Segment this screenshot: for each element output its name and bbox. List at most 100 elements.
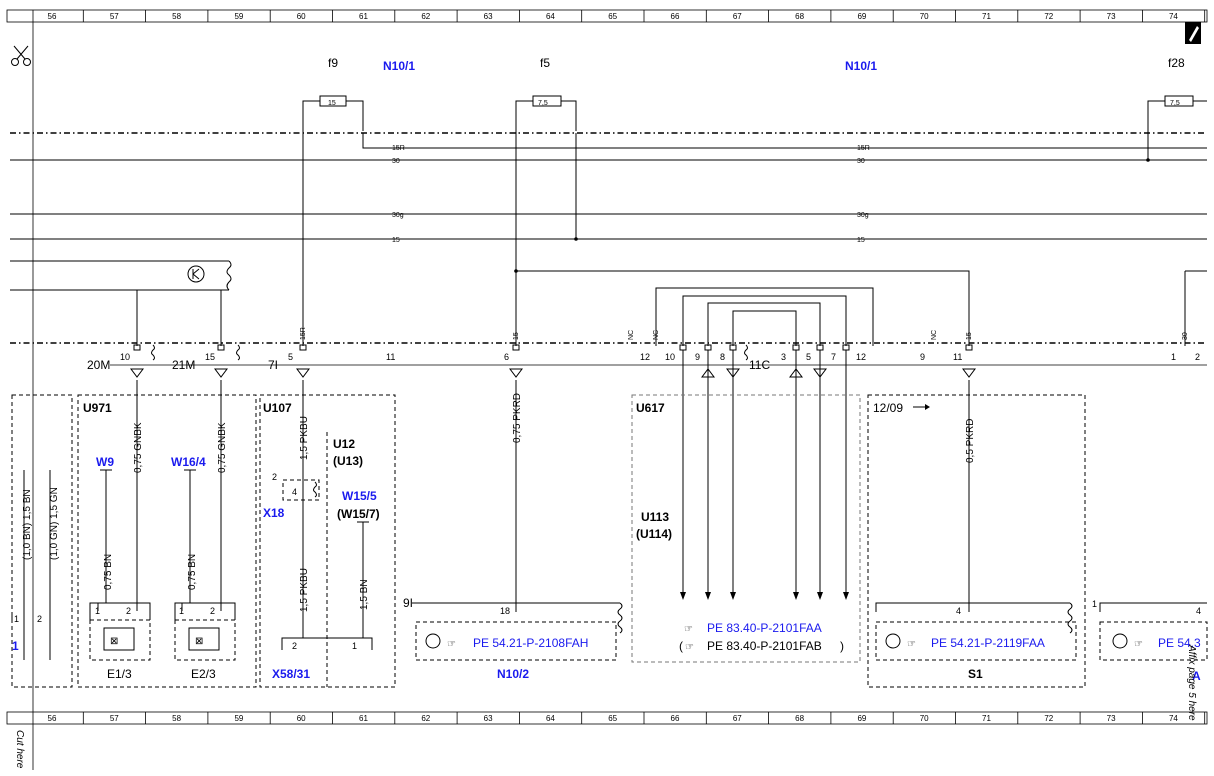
reference-hand-icon: ☞ (447, 639, 456, 650)
u617-box: U617 U113 (U114) (631, 394, 861, 663)
ref3-close-paren: ) (840, 639, 844, 653)
right-pin-1: 1 (1092, 599, 1097, 609)
u113-label: U113 (641, 510, 669, 524)
bus-15: 15 15 (10, 133, 1207, 244)
left-partial-box (11, 394, 73, 688)
grid-column-label: 73 (1107, 12, 1116, 21)
arrow-head-icon (817, 592, 823, 600)
wire-labels: 0,75 GNBK 0,75 GNBK 1,5 PKBU 0,75 PKRD 0… (22, 393, 976, 612)
svg-text:2: 2 (292, 641, 297, 651)
pin-terminal (512, 344, 520, 351)
svg-text:2: 2 (126, 606, 131, 616)
arrow-down-icon (130, 368, 144, 378)
w16-4-label[interactable]: W16/4 (171, 455, 206, 469)
svg-text:1: 1 (352, 641, 357, 651)
lamp-icon: ⊠ (110, 636, 118, 647)
grid-column-label: 70 (920, 12, 929, 21)
w15-5-label[interactable]: W15/5 (342, 489, 377, 503)
pin-number: 6 (504, 352, 509, 362)
e2-3-lamp: 1 2 ⊠ E2/3 (174, 602, 236, 681)
grid-column-label: 74 (1169, 12, 1178, 21)
pin-number: 11 (953, 352, 962, 362)
connector-pin-numbers: 10 15 5 11 6 12 10 9 8 3 5 7 12 9 11 1 2 (120, 352, 1200, 362)
w9-label[interactable]: W9 (96, 455, 114, 469)
grid-column-label: 68 (795, 12, 804, 21)
grid-ruler-bottom (6, 711, 1208, 725)
pin-number: 15 (205, 352, 215, 362)
pin-number: 9 (920, 352, 925, 362)
arrow-head-icon (843, 592, 849, 600)
e1-3-lamp: 1 2 ⊠ E1/3 (89, 602, 151, 681)
pin-tag: 15R (300, 327, 307, 340)
u13-label: (U13) (333, 454, 363, 468)
arrow-head-icon (680, 592, 686, 600)
grid-column-label: 59 (234, 12, 243, 21)
wire-label: 0,75 BN (187, 554, 198, 590)
n10-1-label-left[interactable]: N10/1 (383, 59, 415, 73)
grid-column-label: 66 (671, 714, 680, 723)
transistor-icon (187, 265, 205, 283)
grid-column-label: 56 (48, 12, 57, 21)
bus-30g-label-right: 30g (857, 212, 869, 219)
u971-box: U971 (77, 394, 257, 688)
x18-connector: 2 4 X18 (263, 472, 320, 520)
conn-11c-label: 11C (749, 358, 770, 372)
ref-link-5[interactable]: PE 54.3 (1158, 636, 1201, 650)
svg-text:1: 1 (14, 614, 19, 624)
pin-number: 7 (831, 352, 836, 362)
grid-column-label: 71 (982, 714, 991, 723)
pin-terminal (965, 344, 973, 351)
pin-number: 9 (695, 352, 700, 362)
n10-1-label-right[interactable]: N10/1 (845, 59, 877, 73)
ref-link-3: PE 83.40-P-2101FAB (707, 639, 822, 653)
ref-link-1[interactable]: PE 54.21-P-2108FAH (473, 636, 588, 650)
pin-terminal (217, 344, 225, 351)
pin-number: 10 (665, 352, 675, 362)
w15-5-ground: W15/5 (W15/7) (337, 489, 380, 638)
pen-icon (1185, 22, 1201, 44)
grid-ruler-top (6, 9, 1208, 23)
grid-column-label: 56 (48, 714, 57, 723)
connector-terminals (130, 344, 976, 600)
right-a-label: A (1192, 669, 1201, 683)
pin-number: 11 (386, 352, 395, 362)
pin-number: 10 (120, 352, 130, 362)
arrow-down-icon (214, 368, 228, 378)
x58-31-label[interactable]: X58/31 (272, 667, 310, 681)
grid-column-label: 62 (421, 12, 430, 21)
reference-hand-icon: ☞ (685, 642, 694, 653)
pin-tag: NC (628, 330, 635, 340)
pin-number: 2 (1195, 352, 1200, 362)
grid-column-label: 63 (484, 714, 493, 723)
pin-number: 12 (856, 352, 866, 362)
bus-30g: 30g 30g (10, 212, 1207, 219)
u617-loop-wires (655, 287, 874, 346)
resistor-squiggle (151, 344, 155, 361)
x18-label[interactable]: X18 (263, 506, 285, 520)
pin-terminal (299, 344, 307, 351)
arrow-down-icon (296, 368, 310, 378)
fuse-f9-name: f9 (328, 56, 338, 70)
fuse-f5: f5 7,5 (515, 56, 577, 131)
arrow-down-icon (962, 368, 976, 378)
grid-column-label: 69 (857, 12, 866, 21)
arrow-down-icon (509, 368, 523, 378)
pin-number: 8 (720, 352, 725, 362)
grid-column-label: 67 (733, 12, 742, 21)
grid-column-label: 69 (857, 714, 866, 723)
n10-2-label[interactable]: N10/2 (497, 667, 529, 681)
svg-text:2: 2 (37, 614, 42, 624)
x18-pin-2: 2 (272, 472, 277, 482)
wire-label: 0,75 PKRD (512, 393, 523, 443)
grid-column-label: 58 (172, 714, 181, 723)
svg-text:1: 1 (95, 606, 100, 616)
pin-number: 3 (781, 352, 786, 362)
grid-column-label: 62 (421, 714, 430, 723)
lamp-icon: ⊠ (195, 636, 203, 647)
n10-2-module: 9I 18 ☞ PE 54.21-P-2108FAH N10/2 (403, 596, 623, 681)
ref-link-4[interactable]: PE 54.21-P-2119FAA (931, 636, 1045, 650)
ref-link-2[interactable]: PE 83.40-P-2101FAA (707, 621, 822, 635)
s1-module: 4 ☞ PE 54.21-P-2119FAA S1 (875, 602, 1077, 681)
resistor-squiggle (744, 344, 748, 361)
grid-column-label: 59 (234, 714, 243, 723)
